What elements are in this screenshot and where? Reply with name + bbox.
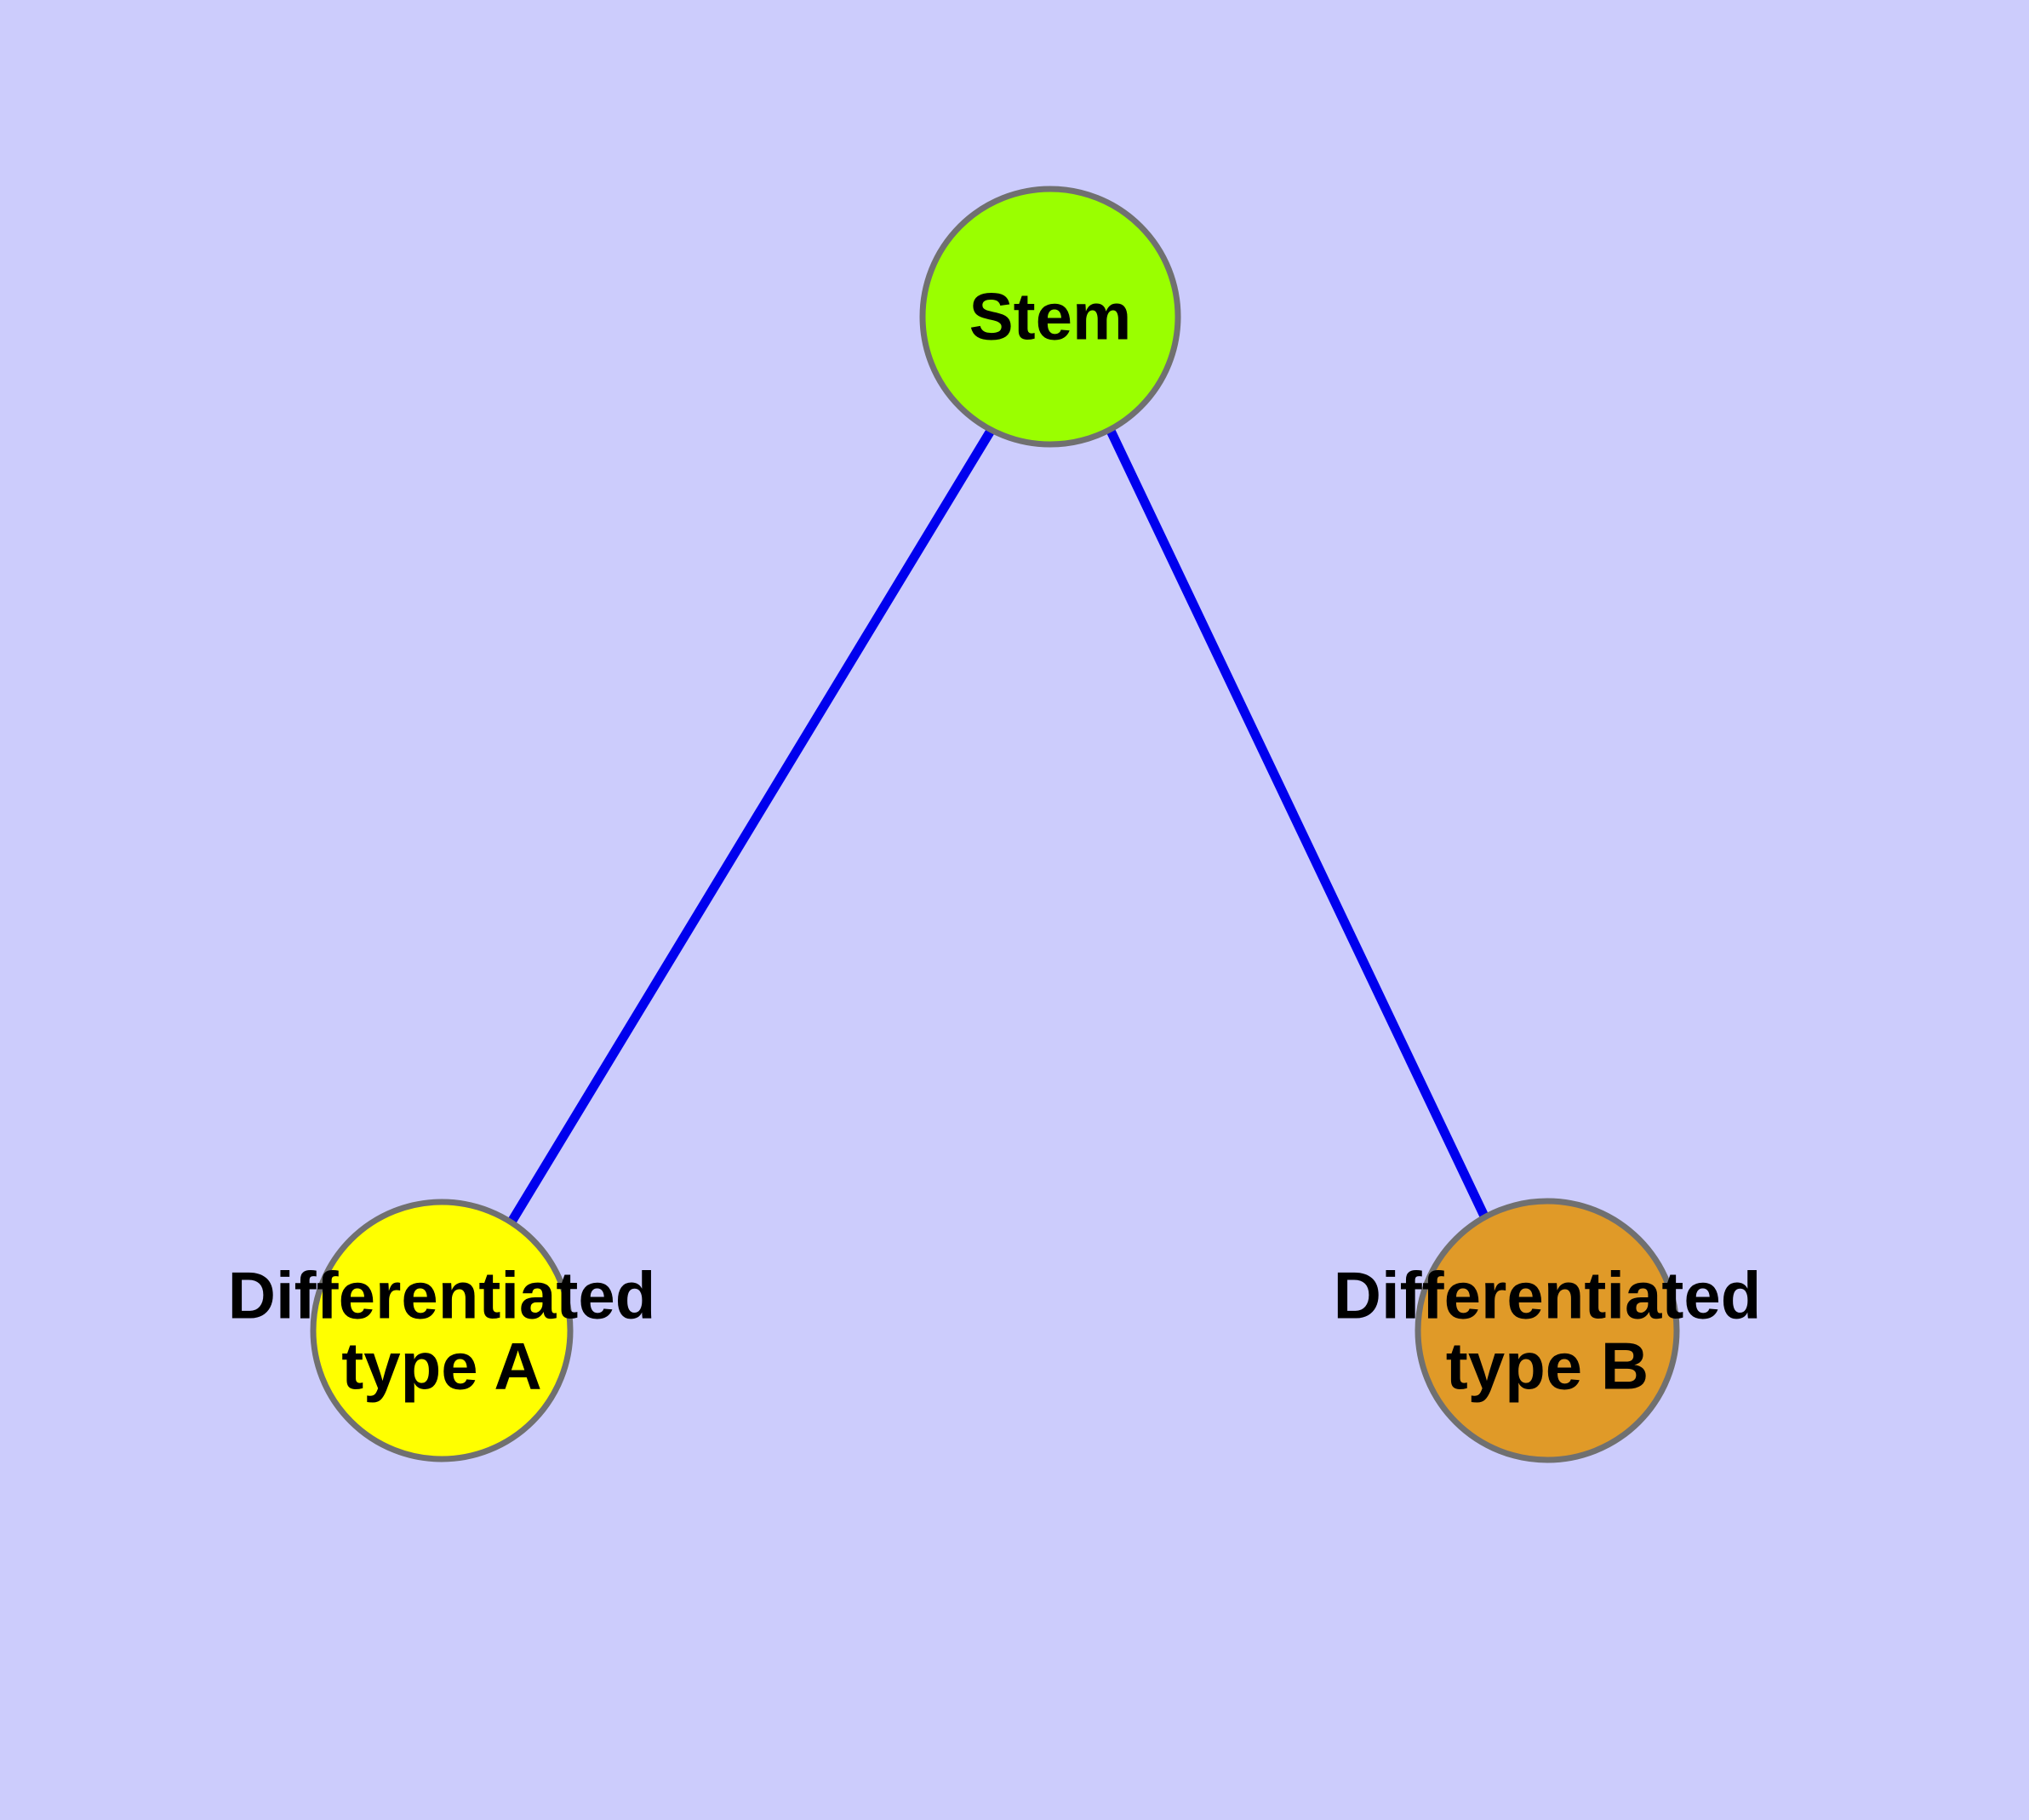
edge-stem-diff-a[interactable]	[506, 428, 995, 1226]
nodes-layer	[310, 186, 1680, 1463]
edges-layer	[506, 428, 1492, 1226]
node-diff-b[interactable]	[1415, 1198, 1680, 1463]
edge-stem-diff-b[interactable]	[1106, 428, 1492, 1226]
node-stem[interactable]	[919, 186, 1181, 448]
node-diff-a[interactable]	[310, 1199, 574, 1462]
